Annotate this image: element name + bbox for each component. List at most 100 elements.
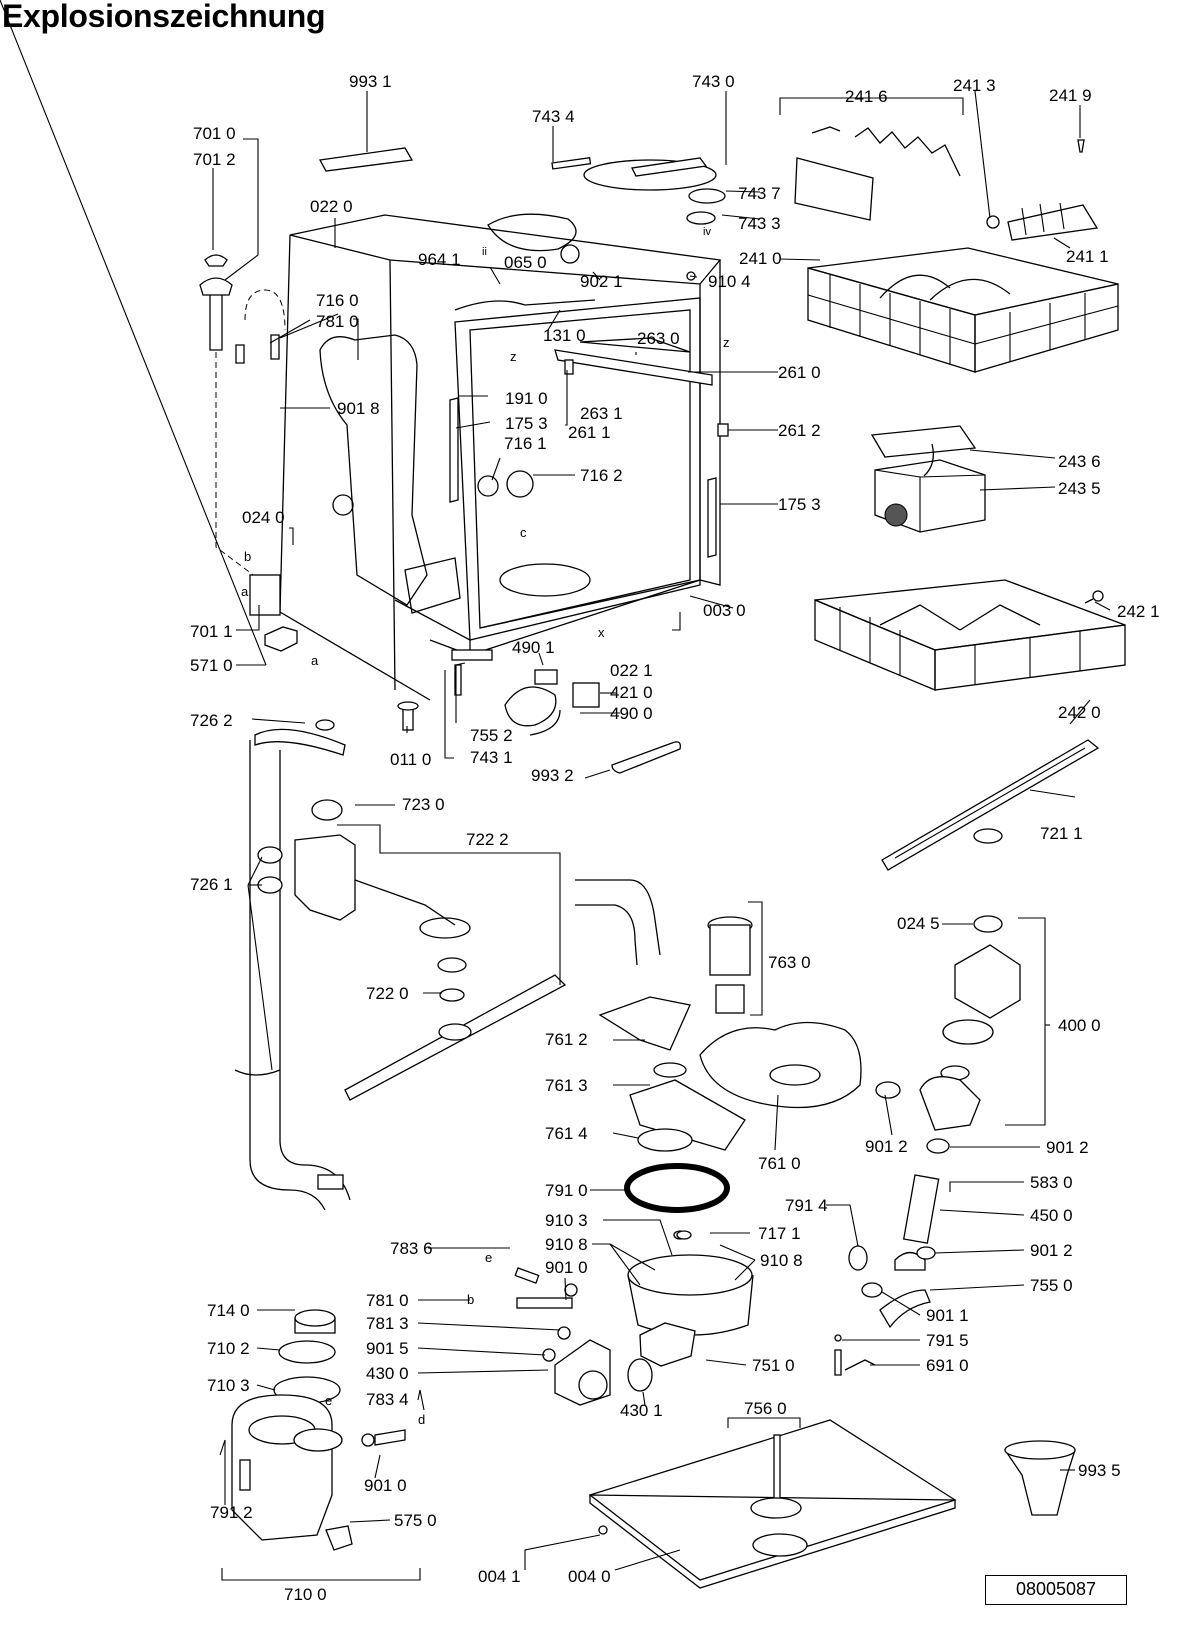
label-261-0: 261 0 — [778, 363, 821, 382]
label-022-0: 022 0 — [310, 197, 353, 216]
label-743-1: 743 1 — [470, 748, 513, 767]
label-902-1: 902 1 — [580, 272, 623, 291]
marker-c: c — [520, 525, 527, 540]
label-756-0: 756 0 — [744, 1399, 787, 1418]
part-drawings — [199, 126, 1126, 1589]
label-791-0: 791 0 — [545, 1181, 588, 1200]
label-263-0: 263 0 — [637, 329, 680, 348]
label-781-3: 781 3 — [366, 1314, 409, 1333]
label-722-2: 722 2 — [466, 830, 509, 849]
label-583-0: 583 0 — [1030, 1173, 1073, 1192]
label-993-2: 993 2 — [531, 766, 574, 785]
label-022-1: 022 1 — [610, 661, 653, 680]
label-065-0: 065 0 — [504, 253, 547, 272]
label-743-0: 743 0 — [692, 72, 735, 91]
label-241-1: 241 1 — [1066, 247, 1109, 266]
label-490-0: 490 0 — [610, 704, 653, 723]
label-761-3: 761 3 — [545, 1076, 588, 1095]
label-191-0: 191 0 — [505, 389, 548, 408]
label-241-3: 241 3 — [953, 76, 996, 95]
label-901-2-c: 901 2 — [1030, 1241, 1073, 1260]
label-701-0: 701 0 — [193, 124, 236, 143]
label-490-1: 490 1 — [512, 638, 555, 657]
marker-a: a — [241, 584, 249, 599]
label-743-3: 743 3 — [738, 214, 781, 233]
marker-z-2: z — [723, 335, 730, 350]
label-964-1: 964 1 — [418, 250, 461, 269]
label-901-5: 901 5 — [366, 1339, 409, 1358]
label-261-2: 261 2 — [778, 421, 821, 440]
label-710-0: 710 0 — [284, 1585, 327, 1604]
label-241-9: 241 9 — [1049, 86, 1092, 105]
label-751-0: 751 0 — [752, 1356, 795, 1375]
label-263-1: 263 1 — [580, 404, 623, 423]
label-710-3: 710 3 — [207, 1376, 250, 1395]
label-241-6: 241 6 — [845, 87, 888, 106]
label-430-1: 430 1 — [620, 1401, 663, 1420]
marker-d: d — [418, 1412, 425, 1427]
label-723-0: 723 0 — [402, 795, 445, 814]
label-242-1: 242 1 — [1117, 602, 1160, 621]
label-791-4: 791 4 — [785, 1196, 828, 1215]
label-763-0: 763 0 — [768, 953, 811, 972]
marker-x: x — [598, 625, 605, 640]
label-400-0: 400 0 — [1058, 1016, 1101, 1035]
label-901-1: 901 1 — [926, 1306, 969, 1325]
label-721-1: 721 1 — [1040, 824, 1083, 843]
label-743-4: 743 4 — [532, 107, 575, 126]
label-716-0: 716 0 — [316, 291, 359, 310]
label-701-2: 701 2 — [193, 150, 236, 169]
label-430-0: 430 0 — [366, 1364, 409, 1383]
label-993-5: 993 5 — [1078, 1461, 1121, 1480]
label-011-0: 011 0 — [390, 750, 431, 769]
part-labels: 993 1 743 0 743 4 241 6 241 3 241 9 701 … — [190, 72, 1160, 1604]
label-175-3-a: 175 3 — [505, 414, 548, 433]
label-714-0: 714 0 — [207, 1301, 250, 1320]
label-910-4: 910 4 — [708, 272, 751, 291]
marker-a-2: a — [311, 653, 319, 668]
label-781-0: 781 0 — [316, 312, 359, 331]
label-717-1: 717 1 — [758, 1224, 801, 1243]
label-910-8-b: 910 8 — [760, 1251, 803, 1270]
label-993-1: 993 1 — [349, 72, 392, 91]
marker-b-2: b — [467, 1292, 474, 1307]
label-726-1: 726 1 — [190, 875, 233, 894]
label-691-0: 691 0 — [926, 1356, 969, 1375]
marker-z-1: z — [510, 349, 517, 364]
label-003-0: 003 0 — [703, 601, 746, 620]
label-571-0: 571 0 — [190, 656, 233, 675]
label-716-2: 716 2 — [580, 466, 623, 485]
label-755-0: 755 0 — [1030, 1276, 1073, 1295]
label-791-5: 791 5 — [926, 1331, 969, 1350]
label-901-2-a: 901 2 — [865, 1137, 908, 1156]
label-901-2-b: 901 2 — [1046, 1138, 1089, 1157]
label-761-0: 761 0 — [758, 1154, 801, 1173]
label-716-1: 716 1 — [504, 434, 547, 453]
label-783-6: 783 6 — [390, 1239, 433, 1258]
marker-e-2: e — [325, 1393, 332, 1408]
label-242-0: 242 0 — [1058, 703, 1101, 722]
label-761-2: 761 2 — [545, 1030, 588, 1049]
marker-b: b — [244, 549, 251, 564]
label-710-2: 710 2 — [207, 1339, 250, 1358]
label-243-5: 243 5 — [1058, 479, 1101, 498]
label-783-4: 783 4 — [366, 1390, 409, 1409]
label-241-0: 241 0 — [739, 249, 782, 268]
marker-e-1: e — [485, 1250, 492, 1265]
label-421-0: 421 0 — [610, 683, 653, 702]
label-131-0: 131 0 — [543, 326, 586, 345]
label-755-2: 755 2 — [470, 726, 513, 745]
label-024-0: 024 0 — [242, 508, 285, 527]
label-024-5: 024 5 — [897, 914, 940, 933]
label-743-7: 743 7 — [738, 184, 781, 203]
leader-lines — [0, 0, 1111, 1581]
label-910-3: 910 3 — [545, 1211, 588, 1230]
document-number: 08005087 — [985, 1575, 1127, 1605]
label-761-4: 761 4 — [545, 1124, 588, 1143]
label-791-2: 791 2 — [210, 1503, 253, 1522]
label-722-0: 722 0 — [366, 984, 409, 1003]
label-901-0-a: 901 0 — [545, 1258, 588, 1277]
label-701-1: 701 1 — [190, 622, 233, 641]
